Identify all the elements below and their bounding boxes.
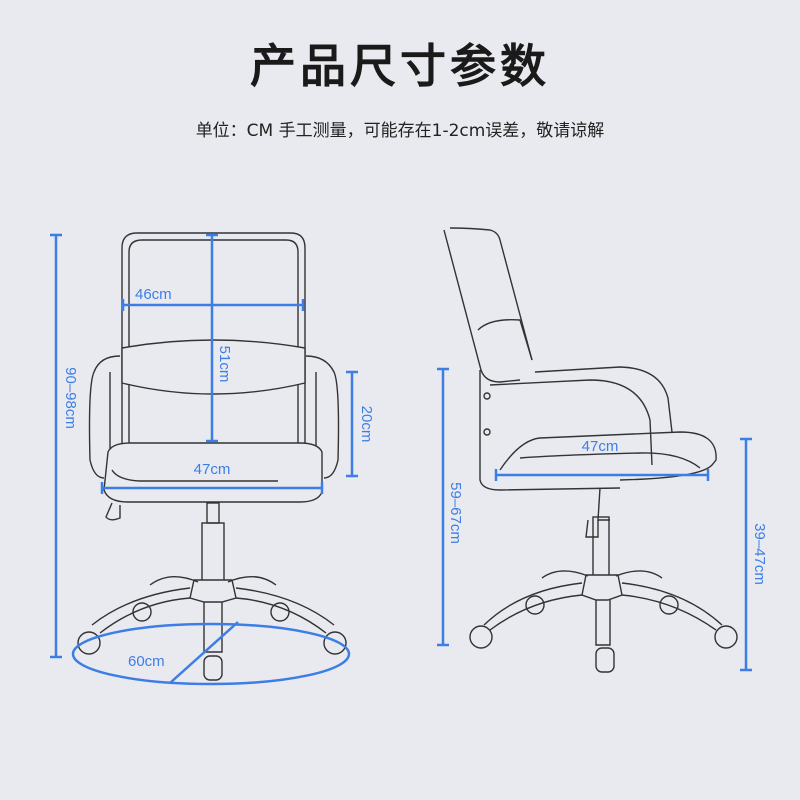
- measurement-note: 单位：CM 手工测量，可能存在1-2cm误差，敬请谅解: [195, 121, 605, 141]
- front-total-height-label: 90–98cm: [62, 367, 79, 429]
- backrest-width-label: 46cm: [135, 286, 172, 303]
- seat-height-label: 39–47cm: [751, 523, 768, 585]
- armrest-height-label: 20cm: [358, 406, 375, 443]
- front-view-dimensions: [50, 233, 358, 686]
- page-title: 产品尺寸参数: [250, 39, 550, 93]
- base-diameter-label: 60cm: [128, 653, 165, 670]
- seat-width-label: 47cm: [194, 461, 231, 478]
- side-view-dimensions: [437, 367, 752, 672]
- backrest-height-label: 51cm: [216, 346, 233, 383]
- armrest-floor-height-label: 59–67cm: [447, 482, 464, 544]
- seat-depth-label: 47cm: [582, 438, 619, 455]
